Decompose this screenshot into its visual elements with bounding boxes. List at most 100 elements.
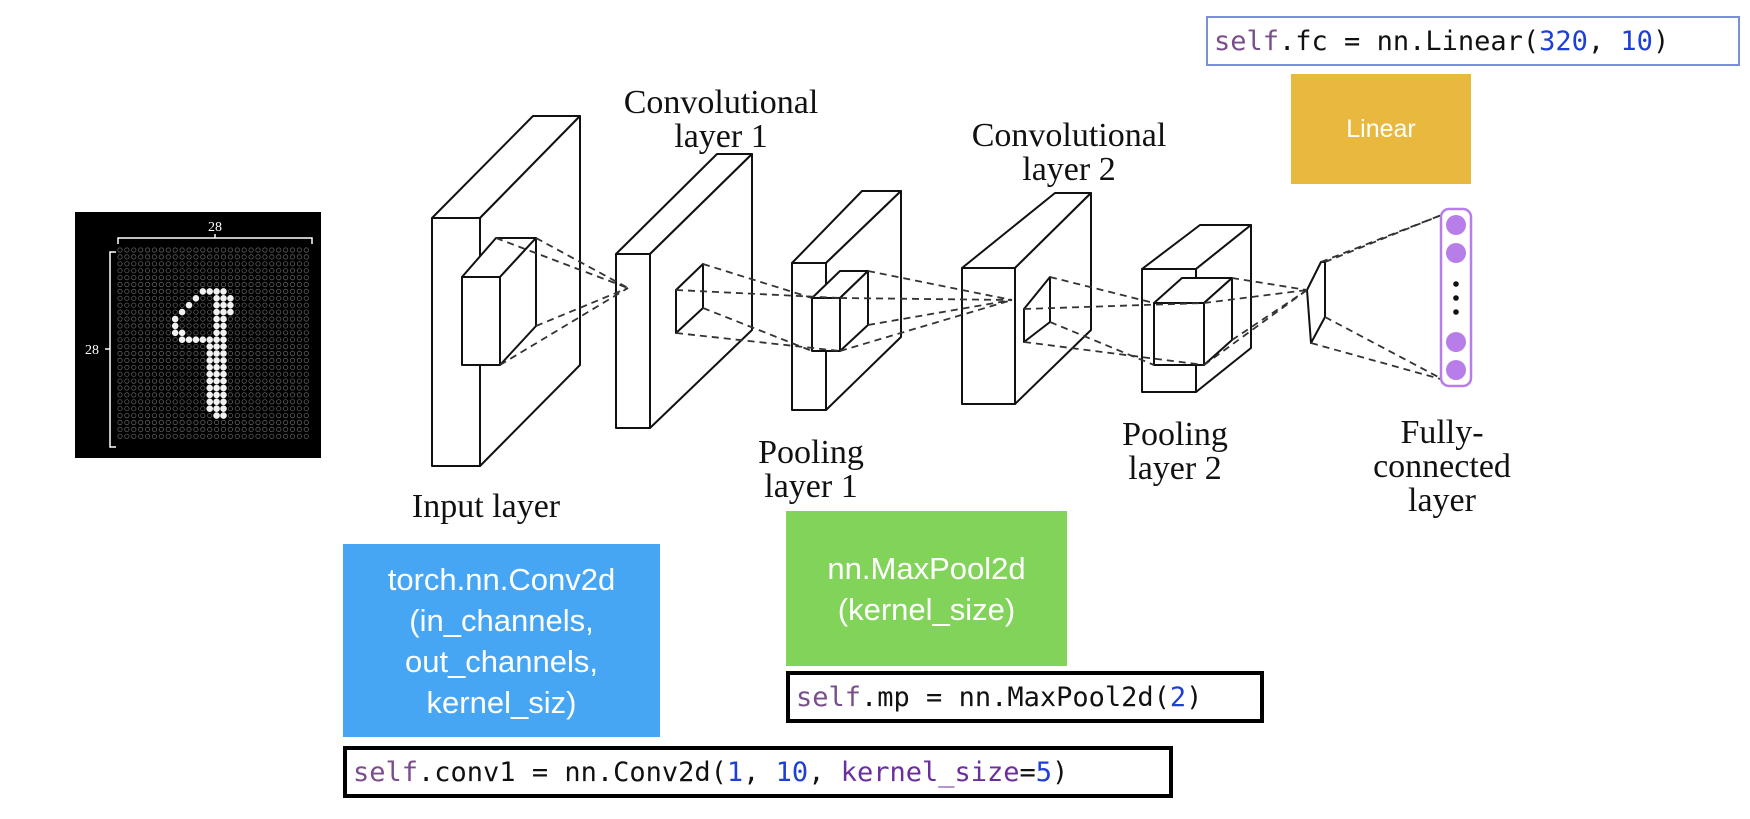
pixel-dot (234, 309, 240, 315)
pixel-dot (193, 419, 199, 426)
pixel-dot (193, 343, 199, 350)
pixel-dot (131, 247, 137, 253)
pixel-dot (207, 323, 213, 329)
pixel-dot (269, 261, 275, 267)
conv-layer-2-volume (961, 192, 1092, 405)
pixel-dot (269, 288, 275, 294)
conv2d-box-line: kernel_siz) (426, 684, 577, 720)
pixel-dot (296, 302, 302, 308)
pixel-dot (165, 343, 171, 350)
pixel-dot (186, 330, 192, 336)
pixel-dot (138, 433, 144, 439)
pixel-dot (179, 254, 185, 260)
pixel-dot (158, 385, 164, 391)
pixel-dot (193, 392, 199, 398)
code-number: 5 (1035, 756, 1053, 788)
pixel-dot (193, 412, 199, 419)
pixel-dot (179, 274, 185, 281)
pixel-dot (269, 412, 275, 419)
pixel-dot (220, 288, 227, 295)
pixel-dot (131, 412, 137, 419)
pixel-dot (172, 406, 178, 412)
pixel-dot (165, 357, 171, 363)
pixel-dot (262, 378, 268, 384)
pixel-dot (282, 371, 289, 377)
pixel-dot (269, 350, 275, 357)
conv-code-snippet: self.conv1 = nn.Conv2d(1, 10, kernel_siz… (343, 746, 1173, 798)
pixel-dot (206, 370, 214, 378)
pixel-dot (227, 268, 233, 274)
pixel-dot (171, 329, 179, 337)
pixel-dot (124, 316, 130, 322)
pixel-dot (124, 433, 130, 439)
pixel-dot (200, 343, 206, 350)
code-text: , (808, 756, 841, 788)
pixel-dot (289, 385, 296, 391)
pixel-dot (199, 288, 207, 295)
pixel-dot (131, 337, 137, 343)
pixel-dot (193, 385, 199, 391)
pixel-dot (262, 406, 268, 412)
pixel-dot (276, 323, 282, 329)
pixel-dot (227, 288, 233, 294)
pixel-dot (145, 261, 151, 267)
pixel-dot (138, 261, 144, 267)
pixel-dot (303, 295, 309, 301)
pixel-dot (172, 412, 178, 419)
pixel-dot (303, 261, 309, 267)
pixel-dot (289, 330, 296, 336)
pooling-layer-1-label: Pooling layer 1 (726, 436, 896, 504)
pixel-dot (234, 330, 240, 336)
pixel-dot (282, 268, 289, 274)
pixel-dot (255, 268, 261, 274)
pixel-dot (276, 254, 282, 260)
pixel-dot (179, 419, 185, 426)
pixel-dot (269, 337, 275, 343)
pixel-dot (289, 364, 296, 370)
pooling-layer-1-label-line2: layer 1 (764, 468, 858, 505)
pixel-dot (262, 399, 268, 405)
pixel-dot (276, 295, 282, 301)
pixel-dot (269, 385, 275, 391)
pixel-dot (289, 399, 296, 405)
pixel-dot (255, 295, 261, 301)
pixel-dot (145, 412, 151, 419)
pixel-dot (179, 288, 185, 294)
pixel-dot (213, 343, 220, 350)
pixel-dot (200, 357, 206, 363)
pixel-dot (131, 274, 137, 281)
pixel-dot (117, 261, 123, 267)
pixel-dot (172, 247, 178, 253)
pixel-dot (158, 330, 164, 336)
pixel-dot (151, 288, 158, 294)
pixel-dot (296, 309, 302, 315)
pixel-dot (296, 392, 302, 398)
pixel-dot (303, 302, 309, 308)
pixel-dot (138, 392, 144, 398)
pixel-dot (138, 371, 144, 377)
pixel-dot (186, 385, 192, 391)
pixel-dot (262, 364, 268, 370)
pixel-dot (289, 412, 296, 419)
pixel-dot (276, 385, 282, 391)
pixel-dot (165, 371, 171, 377)
pixel-dot (241, 399, 247, 405)
pixel-dot (124, 412, 130, 419)
pixel-dot (206, 288, 214, 295)
pixel-dot (145, 295, 151, 301)
maxpool2d-box-line: (kernel_size) (837, 591, 1016, 627)
pixel-dot (248, 392, 254, 398)
pixel-dot (276, 302, 282, 308)
pixel-dot (276, 337, 282, 343)
pixel-dot (296, 323, 302, 329)
pixel-dot (158, 337, 164, 343)
pixel-dot (303, 419, 309, 426)
pixel-dot (124, 295, 130, 301)
pixel-dot (145, 288, 151, 294)
pixel-dot (234, 274, 240, 281)
code-number: 10 (1620, 25, 1653, 57)
pixel-dot (234, 281, 240, 288)
pixel-dot (158, 302, 164, 308)
pixel-dot (213, 357, 220, 364)
pixel-dot (124, 371, 130, 377)
